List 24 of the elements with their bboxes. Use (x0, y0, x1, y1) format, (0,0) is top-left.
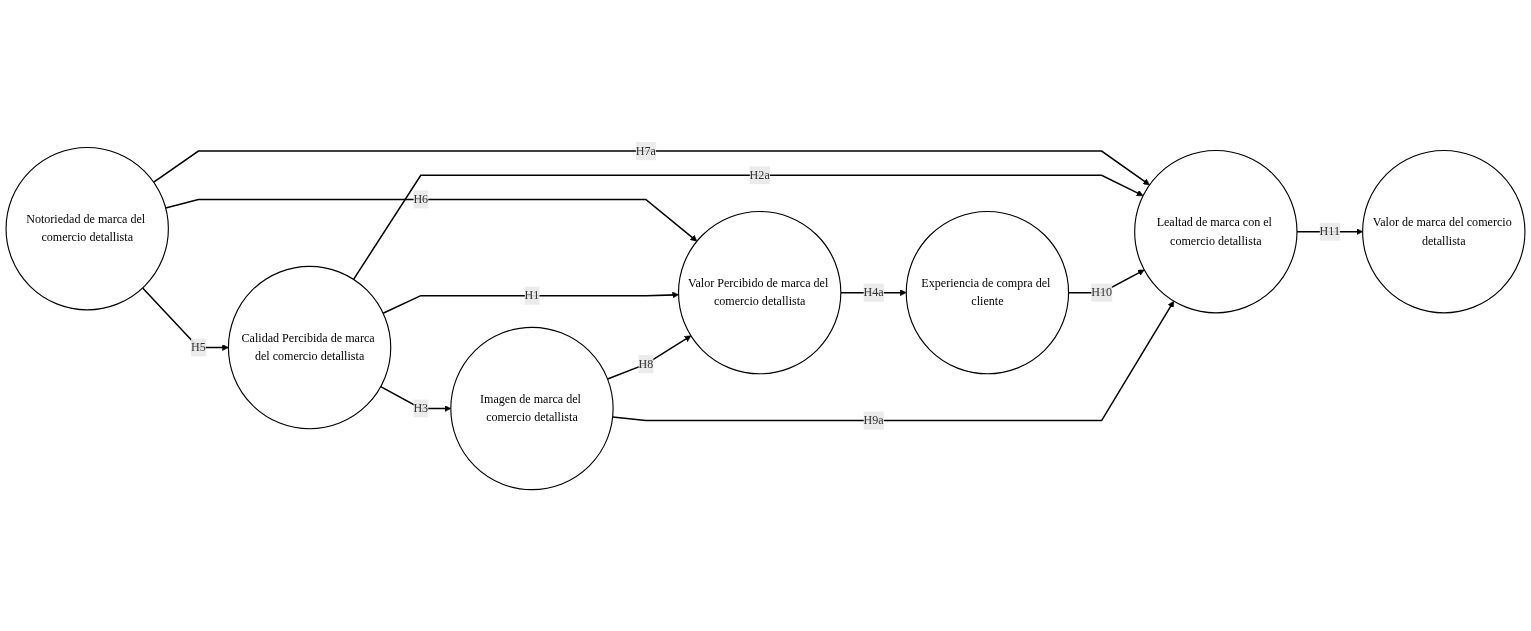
edge-label: H2a (749, 168, 770, 181)
edge-label: H7a (635, 143, 656, 157)
edge-label: H1 (524, 288, 540, 302)
node-circle: Notoriedad de marca del comercio detallista (5, 146, 169, 311)
arrow (382, 291, 679, 314)
edge-label: H9a (863, 413, 884, 427)
node-circle: Valor Percibido de marca del comercio detallista (677, 210, 842, 374)
arrow (606, 335, 692, 380)
arrow (1296, 228, 1363, 235)
arrow (352, 174, 1144, 280)
node-circle: Calidad Percibida de marca del comercio detallista (227, 265, 392, 429)
edge-label: H5 (191, 340, 206, 354)
node-circle: Experiencia de compra del cliente (905, 210, 1070, 374)
arrow (153, 150, 1150, 185)
edge-label: H10 (1091, 285, 1113, 299)
edge-label: H6 (413, 192, 429, 206)
node-circle: Valor de marca del comercio detallista (1362, 149, 1526, 314)
edge-label: H8 (638, 357, 654, 370)
edge-label: H4a (863, 285, 884, 299)
node-circle: Imagen de marca del comercio detallista (450, 326, 614, 490)
node-circle: Lealtad de marca con el comercio detallista (1134, 149, 1298, 314)
edge-label: H11 (1319, 224, 1340, 238)
edge-label: H3 (413, 401, 429, 415)
arrow (141, 286, 229, 351)
